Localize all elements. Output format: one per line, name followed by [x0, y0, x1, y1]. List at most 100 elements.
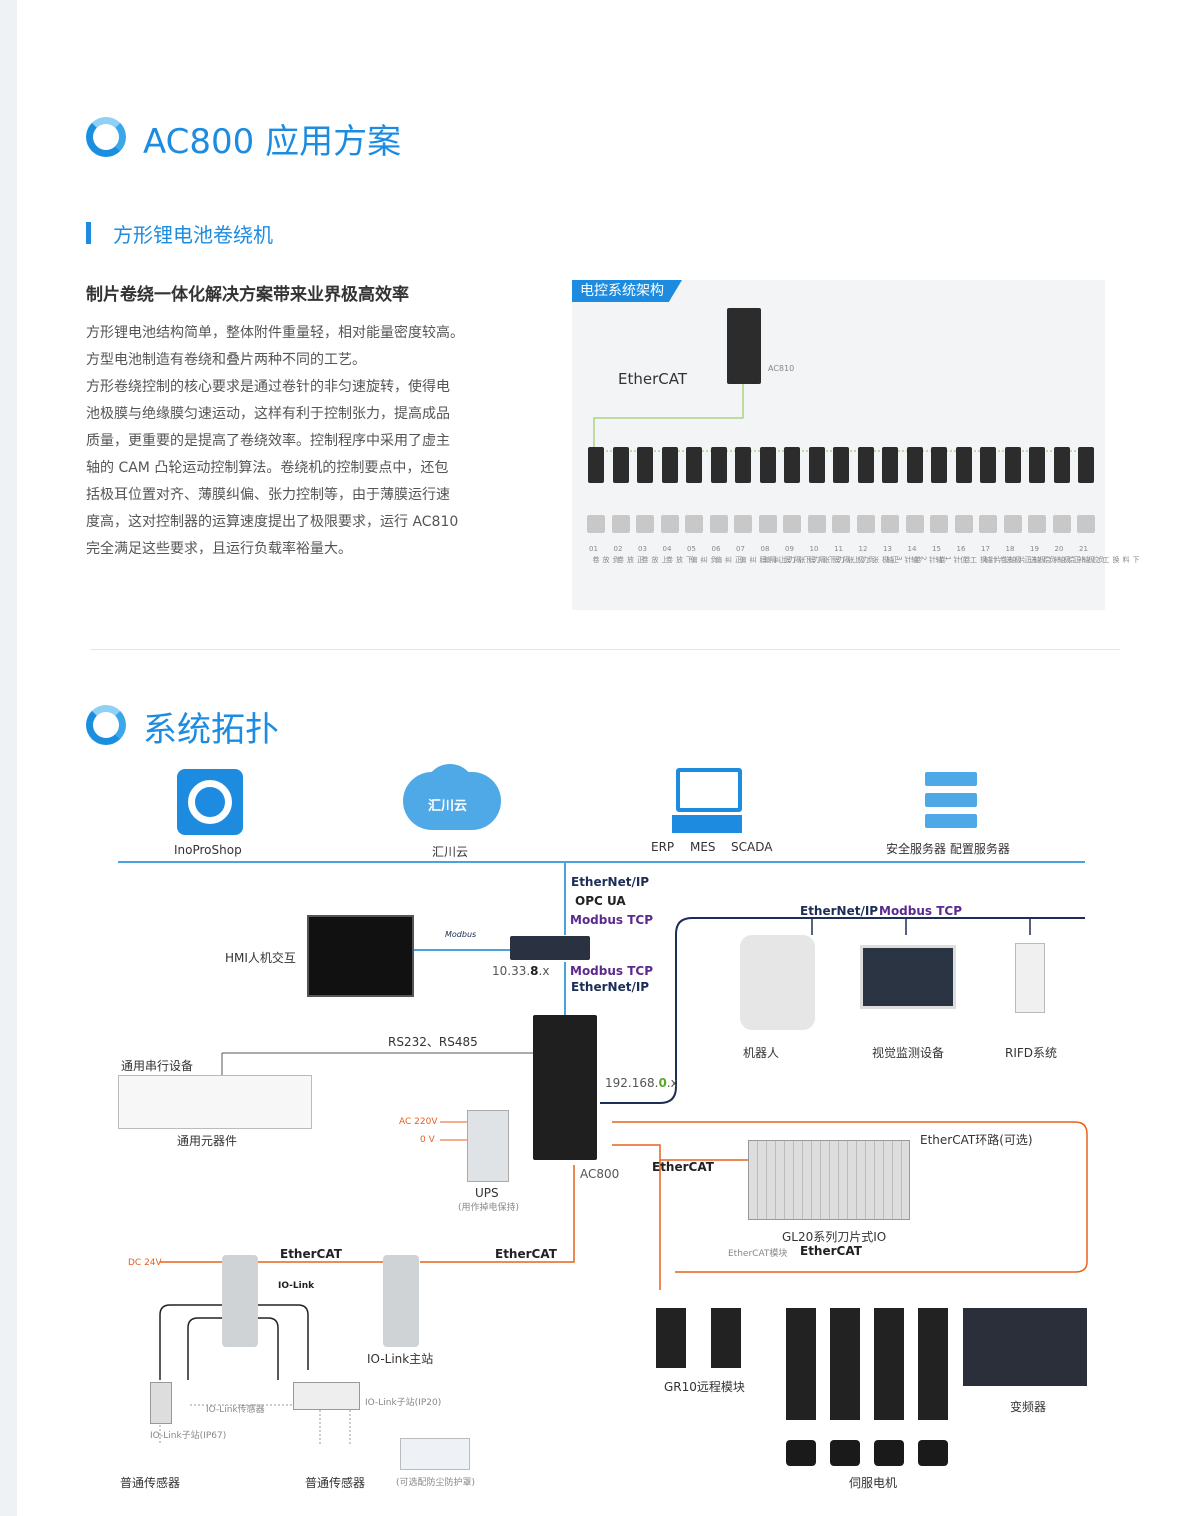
motor-image	[1052, 515, 1071, 533]
components-box	[118, 1075, 312, 1129]
ethercat-logo: EtherCAT	[280, 1247, 342, 1261]
drive-image	[882, 447, 898, 483]
servo-drive-image	[786, 1308, 816, 1420]
iolink-sensor-label: IO-Link传感器	[206, 1405, 265, 1415]
axis-name: 负放卷	[592, 556, 620, 563]
para-line: 池极膜与绝缘膜匀速运动，这样有利于控制张力，提高成品	[86, 406, 450, 422]
rfid-reader-image	[1015, 943, 1045, 1013]
modbus-tcp-label: Modbus TCP	[570, 913, 654, 927]
motor-image	[930, 515, 948, 533]
divider	[90, 649, 1120, 650]
section-ring-icon	[86, 117, 126, 157]
drive-image	[1029, 447, 1045, 483]
ethercat-logo: EtherCAT	[652, 1160, 714, 1174]
motor-image	[979, 515, 997, 533]
para-line: 方形锂电池结构简单，整体附件重量轻，相对能量密度较高。	[86, 325, 464, 341]
axis-name: 负极送片轴	[1008, 556, 1057, 563]
ethercat-module-label: EtherCAT模块	[728, 1249, 788, 1259]
motor-image	[832, 515, 850, 533]
servo-drive-image	[918, 1308, 948, 1420]
motor-image	[881, 515, 899, 533]
axis-name: 上隔膜张力	[812, 556, 861, 563]
iolink-logo: IO-Link	[278, 1281, 315, 1291]
drive-image	[735, 447, 751, 483]
axis-number: 11	[834, 545, 843, 553]
network-switch-image	[510, 936, 590, 960]
gr10-module-image	[656, 1308, 686, 1368]
axis-number: 09	[785, 545, 794, 553]
side-strip	[0, 0, 17, 1516]
drive-image	[710, 447, 727, 483]
drive-image	[906, 447, 923, 483]
drive-image	[857, 447, 874, 483]
dc24v-label: DC 24V	[128, 1258, 162, 1268]
inoproshop-icon	[177, 769, 243, 835]
vfd-image	[963, 1308, 1087, 1386]
keyboard-icon	[672, 815, 742, 833]
axis-name: 上隔膜纠偏	[739, 556, 787, 563]
servo-label: 伺服电机	[849, 1476, 898, 1490]
axis-name: 下料换工位轴	[1082, 556, 1140, 563]
robot-label: 机器人	[743, 1046, 780, 1060]
axis-number: 16	[956, 545, 966, 553]
ethercat-logo: EtherCAT	[495, 1247, 557, 1261]
architecture-panel	[572, 280, 1105, 610]
mes-label: MES	[690, 840, 716, 854]
servo-motor-image	[786, 1440, 816, 1466]
para-line: 质量，更重要的是提高了卷绕效率。控制程序中采用了虚主	[86, 433, 450, 449]
servo-motor-image	[918, 1440, 948, 1466]
drive-image	[588, 447, 604, 483]
axis-number: 06	[711, 545, 721, 553]
axis-number: 18	[1005, 545, 1015, 553]
drive-image	[1078, 447, 1094, 483]
axis-number: 05	[687, 545, 696, 553]
iolink-slave-ip67-image	[150, 1382, 172, 1424]
para-line: 度高，这对控制器的运算速度提出了极限要求，运行 AC810	[86, 514, 459, 530]
gl20-label: GL20系列刀片式IO	[782, 1230, 887, 1244]
motor-image	[611, 515, 630, 533]
motor-image	[758, 515, 777, 533]
paragraph: 方形锂电池结构简单，整体附件重量轻，相对能量密度较高。 方型电池制造有卷绕和叠片…	[86, 320, 516, 563]
motor-image	[954, 515, 973, 533]
drive-image	[955, 447, 972, 483]
ac800-controller-image	[533, 1015, 597, 1160]
modbus-tcp-label: Modbus TCP	[570, 964, 654, 978]
section-title: AC800 应用方案	[143, 122, 402, 162]
server-icon	[925, 793, 977, 807]
ups-label: UPS	[475, 1186, 499, 1200]
axis-name: 卷针2轴	[910, 556, 947, 563]
axis-number: 15	[932, 545, 941, 553]
drive-image	[833, 447, 849, 483]
components-label: 通用元器件	[177, 1134, 238, 1148]
para-line: 方型电池制造有卷绕和叠片两种不同的工艺。	[86, 352, 366, 368]
axis-name: 负纠偏	[690, 556, 718, 563]
axis-number: 01	[589, 545, 598, 553]
axis-number: 10	[809, 545, 819, 553]
computer-monitor-icon	[676, 768, 742, 812]
inoproshop-label: InoProShop	[174, 843, 242, 857]
robot-image	[740, 935, 815, 1030]
drive-image	[808, 447, 825, 483]
axis-name: 下放卷	[665, 556, 694, 563]
sensor-label: 普通传感器	[120, 1476, 181, 1490]
axis-name: 负极张力	[837, 556, 875, 563]
ethernetip-logo: EtherNet/IP	[800, 904, 879, 918]
hmi-screen-image	[307, 915, 414, 997]
para-line: 轴的 CAM 凸轮运动控制算法。卷绕机的控制要点中，还包	[86, 460, 449, 476]
section-ring-icon	[86, 705, 126, 745]
iolink-slave-ip67-label: IO-Link子站(IP67)	[150, 1431, 227, 1441]
gr10-module-image	[711, 1308, 741, 1368]
hmi-label: HMI人机交互	[225, 951, 296, 965]
dust-cover-label: (可选配防尘防护罩)	[396, 1478, 476, 1488]
motor-image	[1003, 515, 1022, 533]
para-line: 完全满足这些要求，且运行负载率裕量大。	[86, 541, 352, 557]
motor-image	[856, 515, 875, 533]
ethernetip-logo: EtherNet/IP	[571, 875, 650, 889]
rfid-label: RIFD系统	[1005, 1046, 1058, 1060]
ac810-controller-image	[727, 308, 761, 384]
motor-image	[734, 515, 752, 533]
drive-image	[1053, 447, 1070, 483]
modbus-tcp-label: Modbus TCP	[879, 904, 963, 918]
axis-number: 03	[638, 545, 647, 553]
0v-label: 0 V	[420, 1135, 435, 1145]
